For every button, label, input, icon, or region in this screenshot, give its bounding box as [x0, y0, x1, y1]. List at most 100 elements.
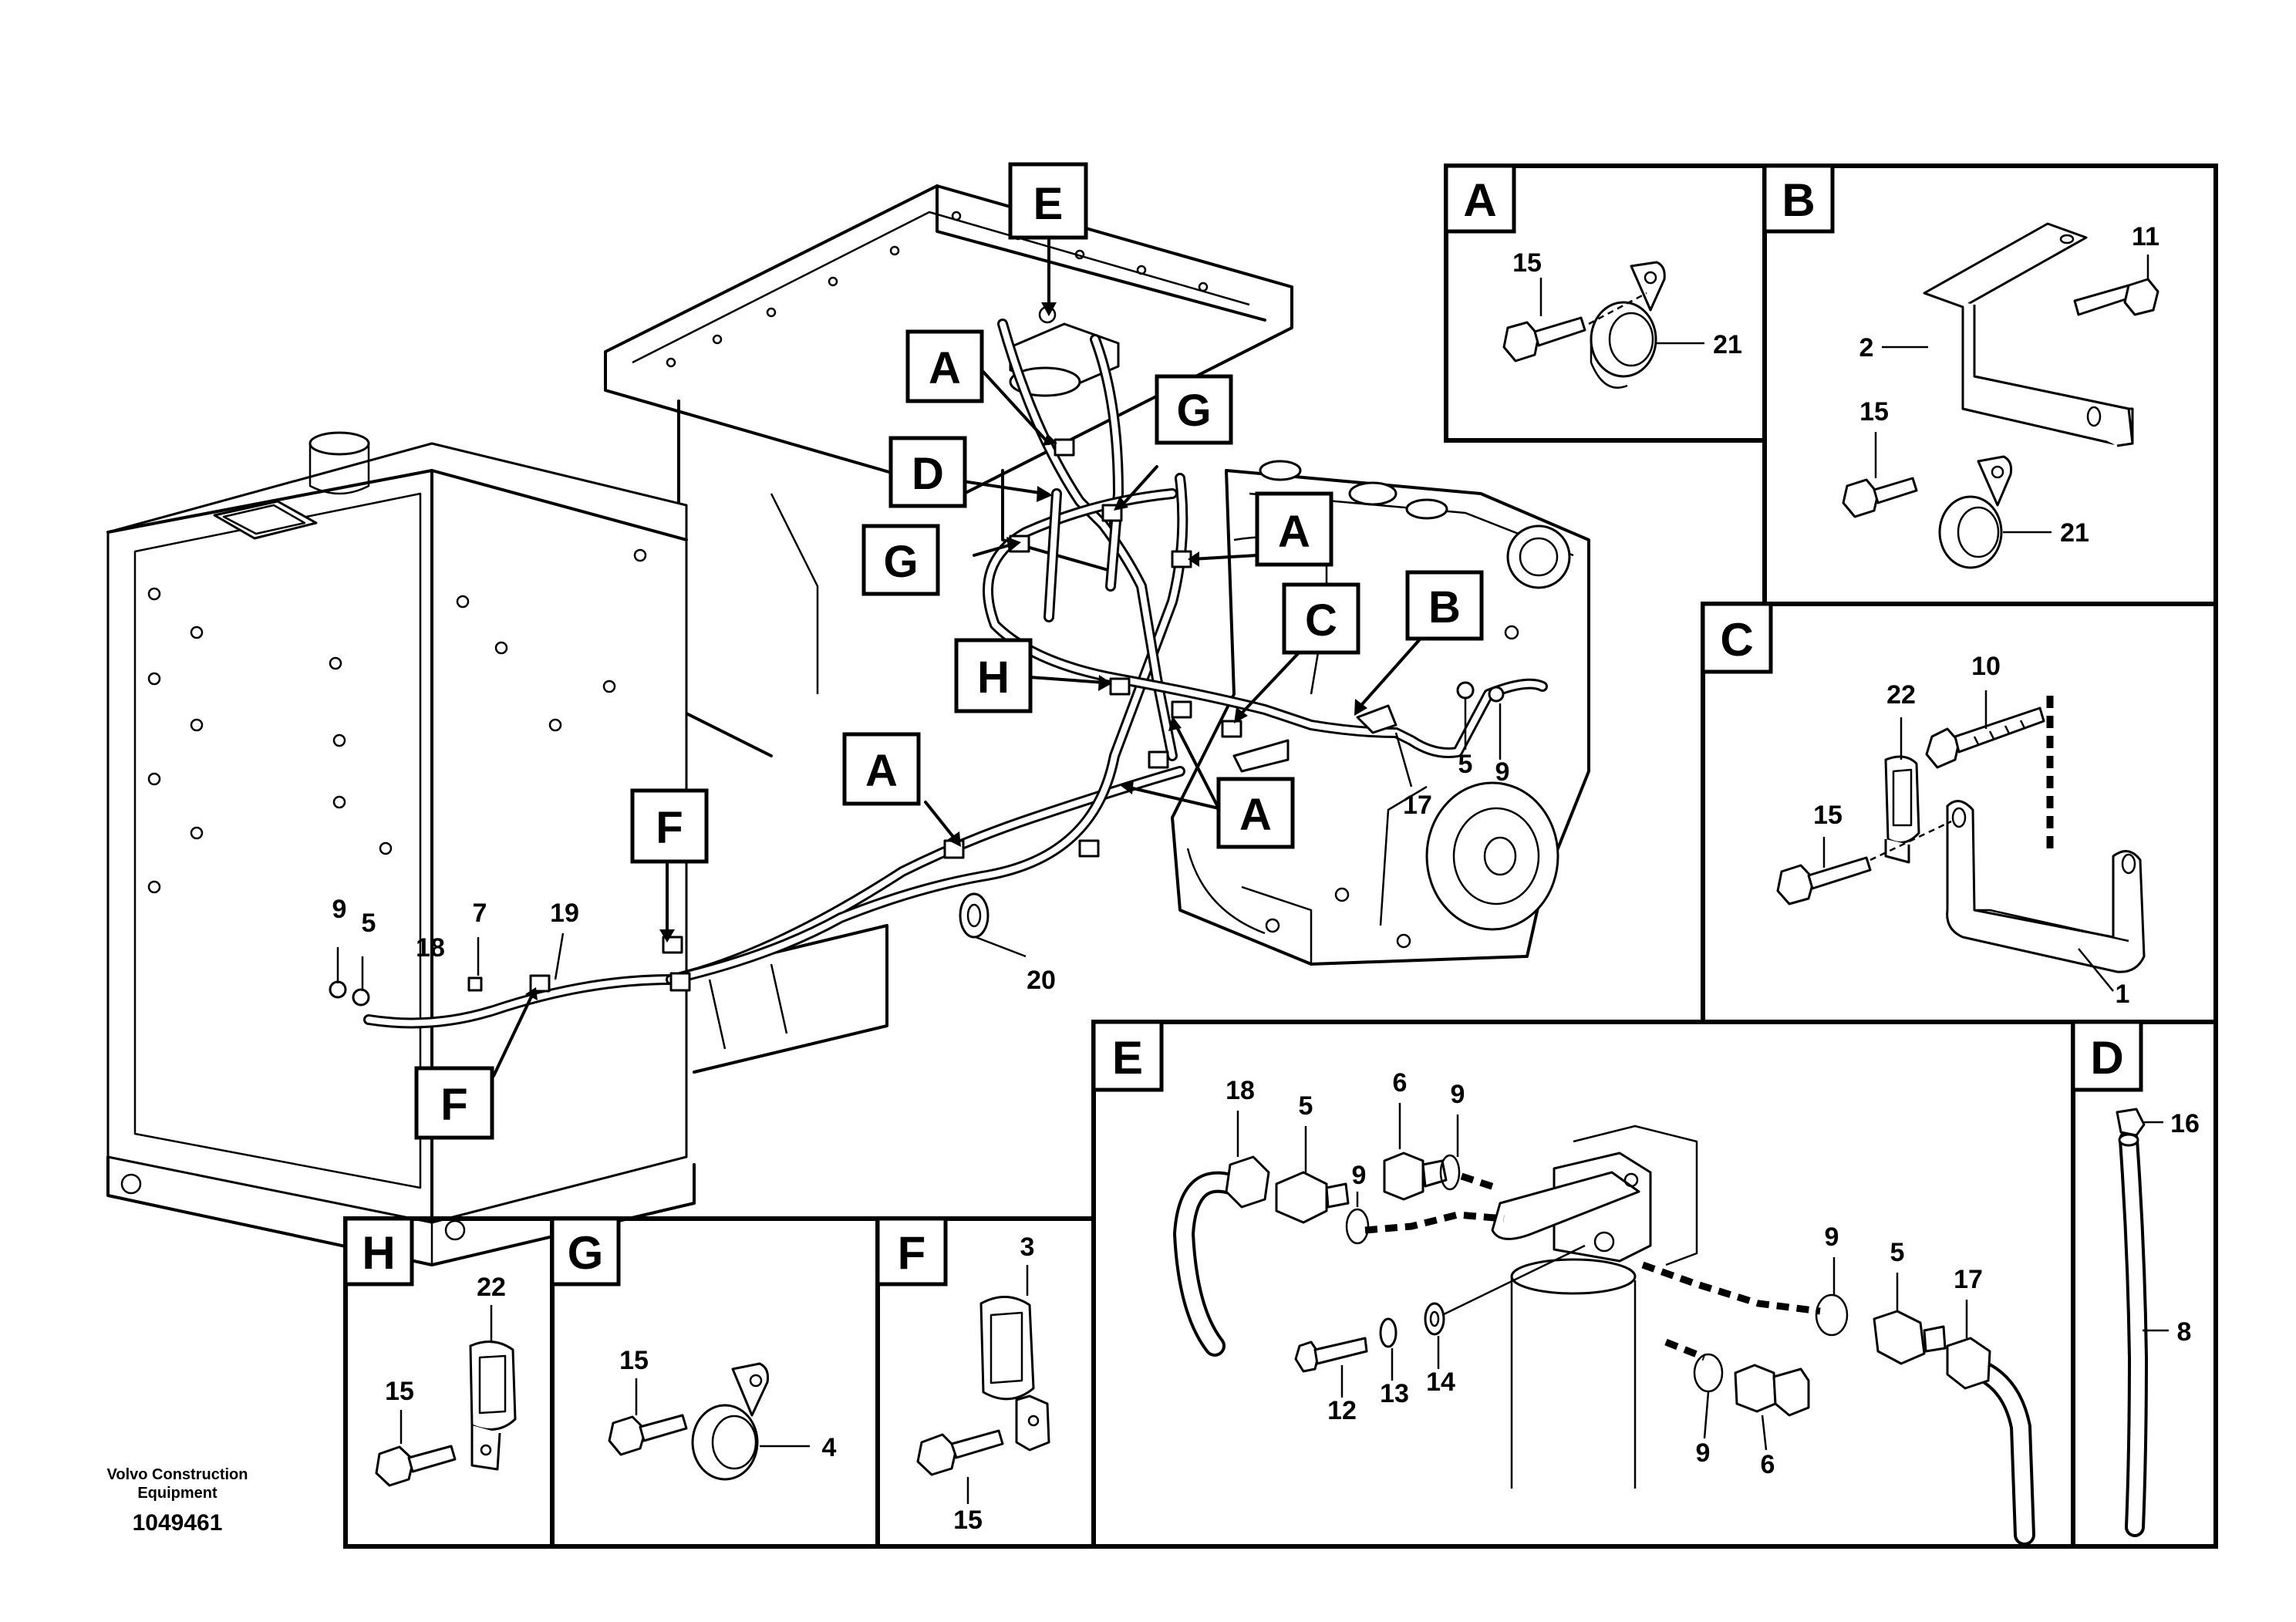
detail-panel-h: H 22 15: [343, 1216, 555, 1549]
detail-panel-b: B 11 2 15 21: [1762, 164, 2218, 606]
part-number: 17: [1403, 791, 1432, 820]
part-number: 2: [1859, 333, 1874, 363]
part-number: 15: [1859, 397, 1889, 427]
tank-block: [106, 431, 888, 1266]
part-number: 18: [1226, 1076, 1255, 1105]
part-number: 14: [1426, 1367, 1455, 1397]
callout-c: C: [1305, 595, 1337, 646]
brand-line-1: Volvo Construction: [106, 1466, 248, 1483]
main-assembly-view: E A G D A G C B H A A F F: [106, 162, 1590, 1266]
callout-a-2: A: [1278, 507, 1310, 557]
bolt-part-15: [1502, 292, 1647, 363]
callout-g-1: G: [1176, 386, 1211, 436]
brand-line-2: Equipment: [137, 1485, 217, 1502]
part-number: 12: [1327, 1396, 1357, 1425]
panel-b-title: B: [1782, 174, 1815, 226]
part-number: 19: [550, 899, 579, 928]
brand-label: Volvo Construction Equipment: [46, 1465, 308, 1502]
part-number: 15: [1813, 801, 1843, 830]
panel-a-title: A: [1463, 174, 1496, 226]
part-number: 6: [1761, 1450, 1775, 1479]
part-number: 15: [953, 1506, 983, 1535]
filter-head-body: [1491, 1125, 1698, 1489]
part-number: 13: [1380, 1379, 1409, 1408]
part-number: 18: [416, 933, 445, 963]
part-number: 3: [1020, 1233, 1035, 1262]
bracket-part-1: [1946, 696, 2146, 973]
panel-g-title: G: [568, 1227, 604, 1279]
bolt-part-15-b: [1842, 477, 1918, 518]
main-leaders: [336, 698, 1502, 1010]
part-number: 10: [1971, 652, 2001, 681]
bolt-part-15-g: [608, 1414, 688, 1456]
callout-a-1: A: [929, 343, 961, 393]
frame-bolt-holes: [666, 211, 1209, 368]
engine-block: [1171, 460, 1590, 966]
clamp-part-21-b: [1938, 455, 2013, 569]
drawing-number: 1049461: [132, 1510, 223, 1536]
part-number: 20: [1027, 966, 1056, 995]
part-number: 1: [2116, 980, 2130, 1009]
part-number: 4: [822, 1433, 837, 1462]
part-number: 22: [1886, 680, 1916, 710]
bolt-part-15-f: [916, 1429, 1004, 1476]
clamp-part-3: [979, 1296, 1050, 1452]
bracket-part-2: [1923, 222, 2134, 447]
part-number: 5: [1890, 1238, 1905, 1267]
panel-e-leaders: [1236, 1103, 1968, 1451]
panel-c-title: C: [1720, 614, 1753, 666]
part-number: 15: [619, 1346, 649, 1375]
callout-b: B: [1428, 582, 1461, 632]
part-number: 6: [1393, 1068, 1408, 1098]
bolt-part-10: [1925, 706, 2045, 769]
detail-panel-c: C 10 22 15 1: [1701, 602, 2218, 1024]
part-number: 9: [332, 895, 347, 924]
part-number: 7: [473, 899, 487, 928]
callout-g-2: G: [883, 537, 918, 587]
panel-f-title: F: [898, 1227, 926, 1279]
callout-d: D: [912, 449, 944, 499]
bolt-part-15-c: [1776, 820, 1952, 905]
part-number: 9: [1495, 757, 1510, 787]
part-number: 5: [1299, 1091, 1313, 1121]
fittings-e: [1225, 1152, 1991, 1417]
drain-tube-part-8: [2119, 1130, 2148, 1537]
clamp-part-4: [691, 1362, 769, 1481]
callout-arrows: [492, 236, 1421, 1077]
fuel-hoses: [363, 319, 1548, 1029]
panel-e-title: E: [1112, 1032, 1143, 1084]
clamp-part-22: [1884, 755, 1920, 864]
callout-f-2: F: [440, 1080, 467, 1130]
part-number: 8: [2177, 1317, 2192, 1347]
part-number: 5: [1458, 750, 1473, 779]
callout-f-1: F: [656, 803, 683, 853]
part-number: 22: [477, 1273, 506, 1302]
part-number: 9: [1451, 1080, 1465, 1109]
part-number: 21: [2060, 518, 2089, 548]
panel-h-title: H: [362, 1227, 395, 1279]
part-number: 9: [1825, 1222, 1839, 1252]
detail-panel-e: E: [1091, 1020, 2075, 1549]
main-part-numbers: 5 9 17 9 5 18 7 19 20: [332, 750, 1510, 995]
part-number: 21: [1713, 330, 1742, 359]
part-number: 9: [1352, 1161, 1367, 1190]
part-number: 15: [385, 1377, 414, 1406]
detail-panel-d: D 16 8: [2071, 1020, 2218, 1549]
part-number: 5: [362, 909, 376, 938]
part-number: 15: [1512, 248, 1542, 278]
callout-e: E: [1033, 179, 1064, 229]
detail-panel-g: G 15 4: [550, 1216, 880, 1549]
bolt-part-11: [2073, 278, 2159, 316]
bolt-part-15-h: [375, 1445, 457, 1487]
part-number: 11: [2132, 222, 2159, 251]
callout-h: H: [977, 653, 1010, 703]
callout-a-4: A: [1239, 790, 1272, 840]
callout-tags[interactable]: E A G D A G C B H A A F F: [414, 162, 1484, 1140]
cap-part-16: [2116, 1108, 2146, 1147]
part-number: 16: [2170, 1109, 2200, 1138]
panel-d-title: D: [2090, 1032, 2123, 1084]
callout-a-3: A: [865, 746, 898, 796]
part-number: 9: [1696, 1438, 1711, 1468]
tank-bolts: [147, 548, 647, 894]
clamp-part-22-h: [469, 1340, 517, 1471]
